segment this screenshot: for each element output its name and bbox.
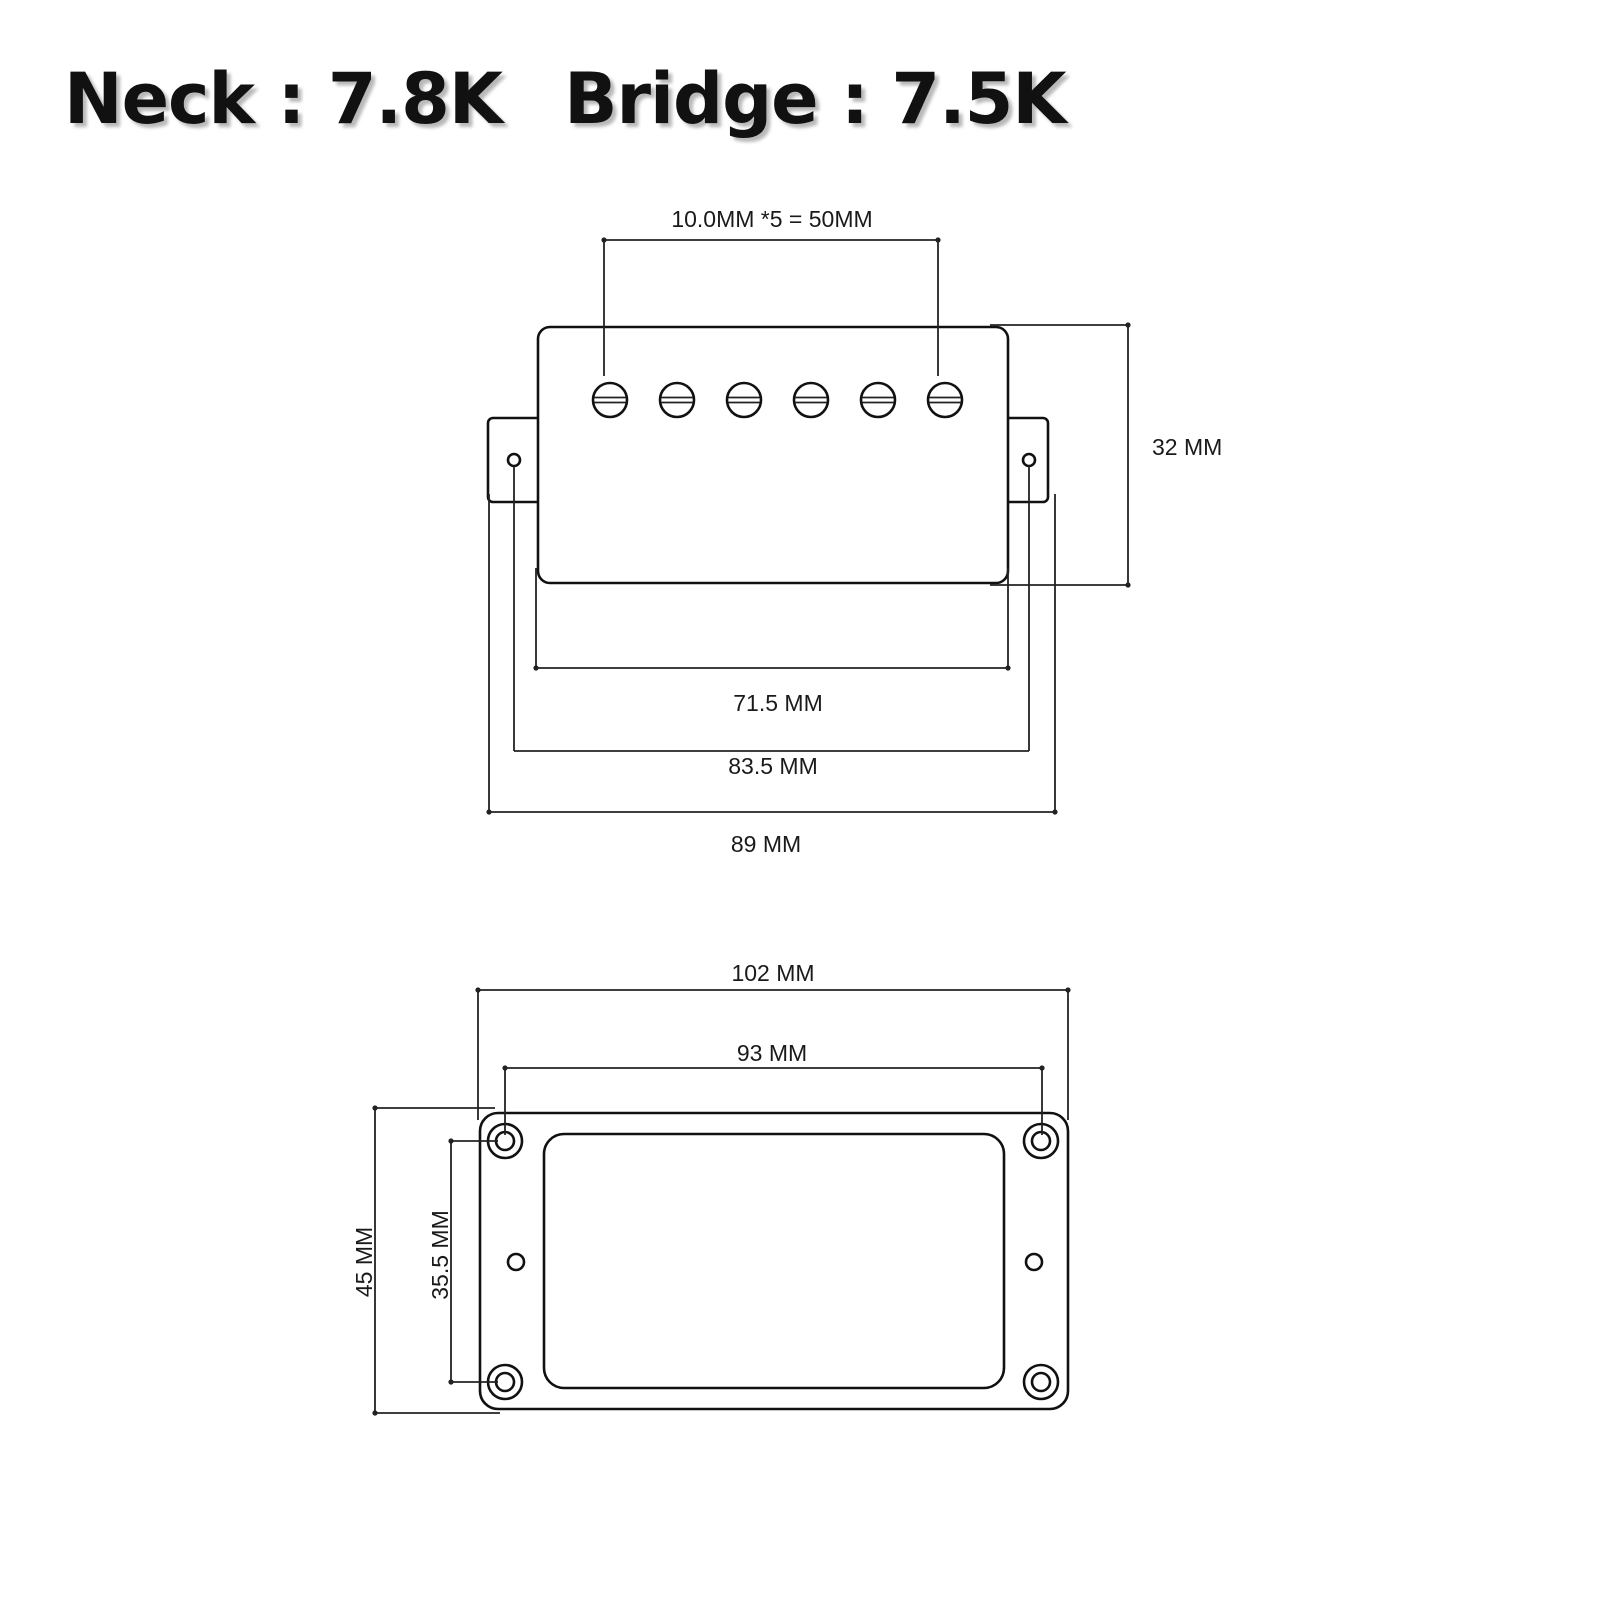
screw-hole-top-right-icon	[1022, 1122, 1060, 1160]
ring-hole-spacing-label: 93 MM	[737, 1040, 807, 1066]
screw-hole-bottom-left-icon	[486, 1363, 524, 1401]
overall-width-dimension: 89 MM	[486, 494, 1058, 857]
pole-piece-icon	[859, 381, 897, 419]
pickup	[486, 325, 1050, 585]
screw-hole-bottom-right-icon	[1022, 1363, 1060, 1401]
ring-hole-vertical-label: 35.5 MM	[427, 1210, 453, 1299]
mid-hole-left-icon	[506, 1252, 526, 1272]
mounting-ring	[478, 1111, 1070, 1411]
ring-hole-vertical-dimension: 35.5 MM	[427, 1138, 498, 1385]
overall-width-label: 89 MM	[731, 831, 801, 857]
pole-piece-icon	[658, 381, 696, 419]
pole-piece-icon	[591, 381, 629, 419]
height-label: 32 MM	[1152, 434, 1222, 460]
pole-pieces	[591, 381, 964, 419]
neck-resistance: Neck : 7.8K	[64, 58, 503, 140]
ring-width-label: 102 MM	[731, 960, 814, 986]
ring-height-label: 45 MM	[351, 1227, 377, 1297]
cover-width-dimension: 71.5 MM	[533, 568, 1011, 716]
pole-spacing-label: 10.0MM *5 = 50MM	[671, 206, 872, 232]
pole-spacing-dimension: 10.0MM *5 = 50MM	[601, 206, 941, 376]
pole-piece-icon	[926, 381, 964, 419]
ring-opening	[542, 1132, 1006, 1390]
ring-width-dimension: 102 MM	[475, 960, 1071, 1120]
pole-piece-icon	[792, 381, 830, 419]
pole-piece-icon	[725, 381, 763, 419]
tab-hole-left-icon	[506, 452, 522, 468]
bridge-resistance: Bridge : 7.5K	[564, 58, 1067, 140]
cover-width-label: 71.5 MM	[733, 690, 822, 716]
height-dimension: 32 MM	[990, 322, 1222, 588]
hole-spacing-dimension: 83.5 MM	[513, 466, 1030, 779]
mid-hole-right-icon	[1024, 1252, 1044, 1272]
ring-height-dimension: 45 MM	[351, 1105, 500, 1416]
ring-hole-spacing-dimension: 93 MM	[502, 1040, 1045, 1135]
title-row: Neck : 7.8K Bridge : 7.5K	[64, 58, 1067, 140]
tab-hole-right-icon	[1021, 452, 1037, 468]
hole-spacing-label: 83.5 MM	[728, 753, 817, 779]
